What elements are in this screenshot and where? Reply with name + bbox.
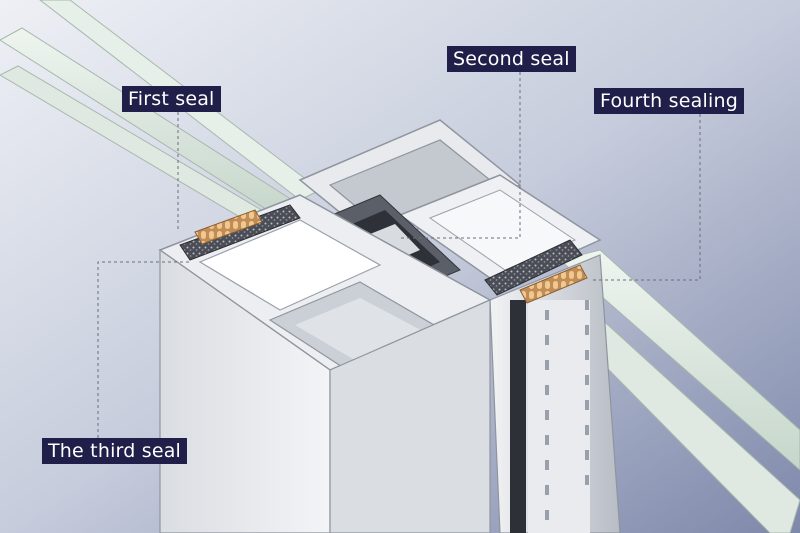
second-seal-leader [400,72,521,239]
fourth-seal-leader [590,114,701,281]
leader-lines [97,72,701,438]
fourth-sealing-label: Fourth sealing [594,88,744,114]
second-seal-label: Second seal [447,46,576,72]
first-seal-label: First seal [122,86,221,112]
third-seal-label: The third seal [42,438,188,464]
third-seal-leader [97,261,190,438]
fourth-seal-strip [484,239,588,304]
first-seal-strip [179,204,301,261]
